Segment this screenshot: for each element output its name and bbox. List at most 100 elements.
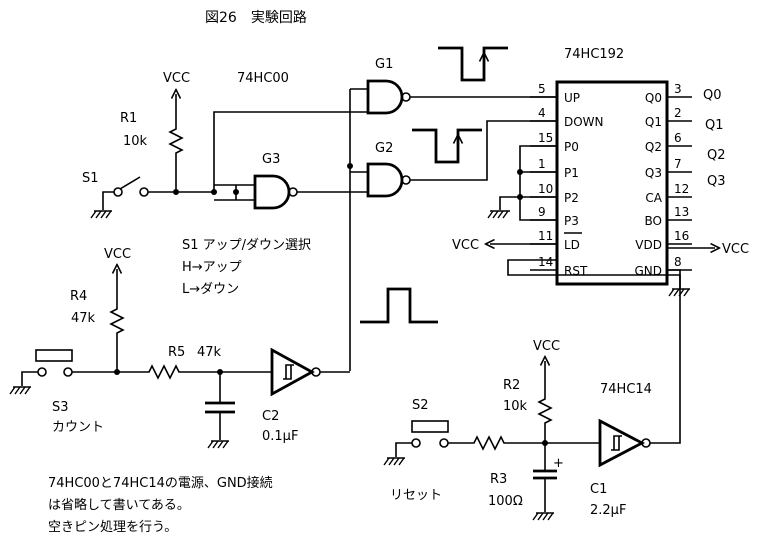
note-power-line1: 74HC00と74HC14の電源、GND接続: [48, 475, 273, 491]
output-q0: Q0: [703, 88, 722, 103]
ic-pin-number-left: 14: [538, 255, 553, 269]
s3-desc: カウント: [52, 420, 104, 435]
gate-g3: [253, 174, 291, 210]
note-s1-line3: L→ダウン: [182, 282, 239, 297]
resistor-r1: [168, 125, 184, 192]
ic-pin-name-right: Q0: [645, 91, 662, 105]
r5-value: 47k: [197, 345, 222, 360]
ic-pin-name-right: CA: [645, 191, 662, 205]
switch-s2: [411, 420, 449, 433]
r4-value: 47k: [71, 311, 96, 326]
ic-pin-name-right: Q1: [645, 115, 662, 129]
r4-label: R4: [70, 289, 87, 304]
output-q3: Q3: [707, 174, 726, 189]
ic-pin-number-right: 8: [674, 255, 682, 269]
resistor-r2: [537, 395, 553, 443]
gate-g2: [366, 162, 404, 198]
ground-s3: [9, 386, 31, 395]
ground-preset: [487, 210, 510, 219]
ic-pin-name-right: VDD: [635, 238, 662, 252]
s2-label: S2: [412, 398, 429, 413]
output-q1: Q1: [705, 118, 724, 133]
schmitt-inverter-reset: [598, 418, 646, 468]
waveform-count: [360, 287, 438, 324]
vcc-label-ld: VCC: [452, 238, 479, 253]
note-power-line3: 空きピン処理を行う。: [48, 520, 177, 535]
ic-pin-number-left: 10: [538, 182, 553, 196]
ic-pin-name-left: P3: [564, 214, 579, 228]
ic-pin-number-right: 2: [674, 106, 682, 120]
schmitt-inverter-count: [270, 347, 315, 397]
ic-pin-number-right: 7: [674, 157, 682, 171]
c2-value: 0.1μF: [262, 429, 298, 444]
r2-label: R2: [503, 378, 520, 393]
ic-pin-number-left: 11: [538, 229, 553, 243]
ic-74hc192-label: 74HC192: [564, 47, 624, 62]
note-s1-line2: H→アップ: [182, 260, 242, 275]
r4-vcc-label: VCC: [104, 247, 131, 262]
ic-pin-name-left: DOWN: [564, 115, 604, 129]
c1-plus: +: [553, 456, 564, 471]
ground-c1: [532, 512, 554, 521]
ic-pin-number-left: 9: [538, 205, 546, 219]
c1-label: C1: [590, 482, 607, 497]
s1-label: S1: [82, 171, 99, 186]
ic-74hc00-label: 74HC00: [237, 71, 289, 86]
ic-pin-name-right: Q2: [645, 140, 662, 154]
waveform-down: [412, 128, 482, 164]
r2-value: 10k: [503, 399, 528, 414]
ground-ic: [668, 288, 690, 297]
r1-value: 10k: [123, 134, 148, 149]
c1-value: 2.2μF: [590, 503, 626, 518]
ic-pin-number-left: 1: [538, 157, 546, 171]
resistor-r3: [448, 435, 545, 451]
ground-s1: [90, 210, 112, 219]
r2-vcc-label: VCC: [533, 339, 560, 354]
waveform-up: [438, 46, 508, 82]
ic-pin-name-left: UP: [564, 91, 580, 105]
ic-pin-name-right: GND: [634, 264, 662, 278]
ic-pin-number-right: 16: [674, 229, 689, 243]
ground-c2: [207, 440, 229, 449]
ic-pin-name-right: BO: [645, 214, 662, 228]
r5-label: R5: [168, 345, 185, 360]
ic-74hc192-body: [555, 80, 669, 286]
ic-pin-number-right: 12: [674, 182, 689, 196]
s3-label: S3: [52, 400, 69, 415]
ic-74hc14-label: 74HC14: [600, 382, 652, 397]
ic-pin-name-left: RST: [564, 264, 588, 278]
output-q2: Q2: [707, 148, 726, 163]
ic-pin-number-left: 5: [538, 82, 546, 96]
ground-s2: [383, 457, 405, 466]
vcc-label-right: VCC: [722, 242, 749, 257]
gate-g1-label: G1: [375, 57, 393, 72]
ic-pin-name-left: LD: [564, 238, 580, 252]
ic-pin-number-left: 15: [538, 131, 553, 145]
ic-pin-number-left: 4: [538, 106, 546, 120]
resistor-r4: [109, 305, 125, 372]
c2-label: C2: [262, 409, 279, 424]
ic-pin-name-right: Q3: [645, 166, 662, 180]
note-power-line2: は省略して書いてある。: [48, 497, 190, 513]
gate-g2-label: G2: [375, 141, 393, 156]
r3-label: R3: [490, 472, 507, 487]
figure-title: 図26 実験回路: [205, 10, 307, 26]
resistor-r5: [145, 364, 220, 380]
gate-g1: [366, 79, 404, 115]
switch-s3: [35, 349, 73, 362]
ic-pin-number-right: 6: [674, 131, 682, 145]
r1-label: R1: [120, 111, 137, 126]
ic-pin-name-left: P0: [564, 140, 579, 154]
ic-pin-number-right: 3: [674, 82, 682, 96]
ic-pin-name-left: P1: [564, 166, 579, 180]
ic-pin-name-left: P2: [564, 191, 579, 205]
r3-value: 100Ω: [488, 494, 523, 509]
note-s1-line1: S1 アップ/ダウン選択: [182, 238, 311, 253]
switch-s1: [119, 176, 141, 190]
ic-pin-number-right: 13: [674, 205, 689, 219]
gate-g3-label: G3: [262, 152, 280, 167]
s2-desc: リセット: [390, 488, 442, 503]
r1-vcc-label: VCC: [163, 71, 190, 86]
